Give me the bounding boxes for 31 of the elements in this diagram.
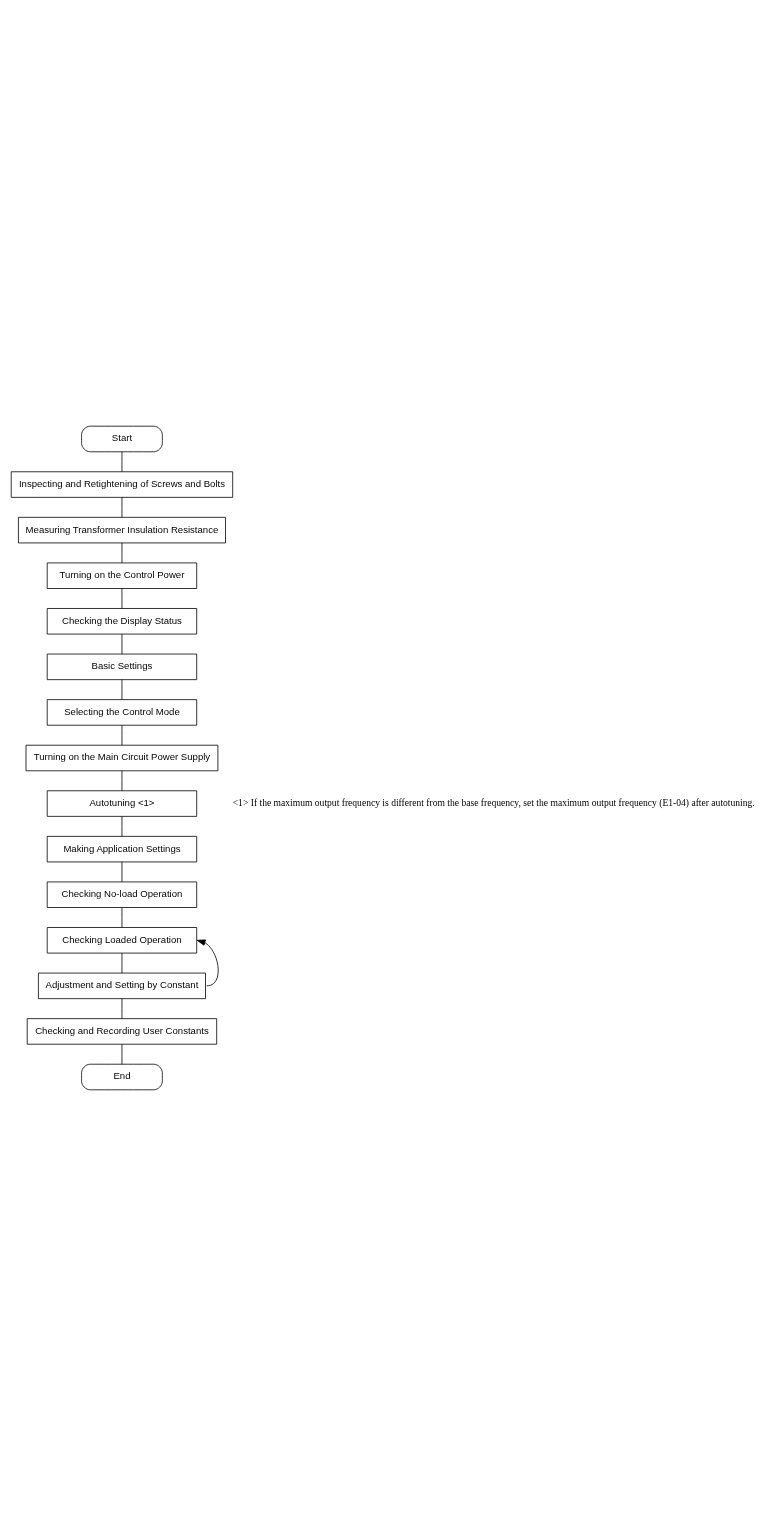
connector [121, 770, 123, 792]
node-box: Checking the Display Status [46, 608, 198, 635]
connector [121, 724, 123, 746]
node-box: Basic Settings [46, 653, 198, 681]
connector [121, 952, 123, 974]
arrow [196, 939, 219, 987]
node-box: Start [81, 425, 163, 453]
node-box: Checking No-load Operation [46, 881, 198, 908]
connector [121, 861, 123, 883]
connector [121, 497, 123, 518]
node-box: Checking and Recording User Constants [26, 1018, 218, 1045]
connector [121, 542, 123, 564]
node-box: Selecting the Control Mode [46, 699, 198, 726]
connector [121, 588, 123, 609]
connector [121, 679, 123, 701]
node-box: Measuring Transformer Insulation Resistance [18, 516, 226, 544]
node-box: Making Application Settings [46, 835, 198, 863]
label: <1> If the maximum output frequency is different from the base frequency, set the maximum output frequency (E1-04) after autotuning. [232, 797, 755, 809]
node-box: Turning on the Control Power [46, 562, 198, 589]
node-box: End [81, 1063, 163, 1091]
node-box: Adjustment and Setting by Constant [38, 972, 206, 1000]
connector [121, 998, 123, 1020]
connector [121, 1043, 123, 1065]
connector [121, 907, 123, 928]
node-box: Checking Loaded Operation [46, 927, 198, 954]
node-box: Autotuning <1> [46, 790, 198, 817]
connector [121, 816, 123, 837]
node-box: Inspecting and Retightening of Screws and Bolts [10, 471, 234, 498]
connector [121, 633, 123, 655]
node-box: Turning on the Main Circuit Power Supply [25, 744, 219, 772]
connector [121, 451, 123, 473]
